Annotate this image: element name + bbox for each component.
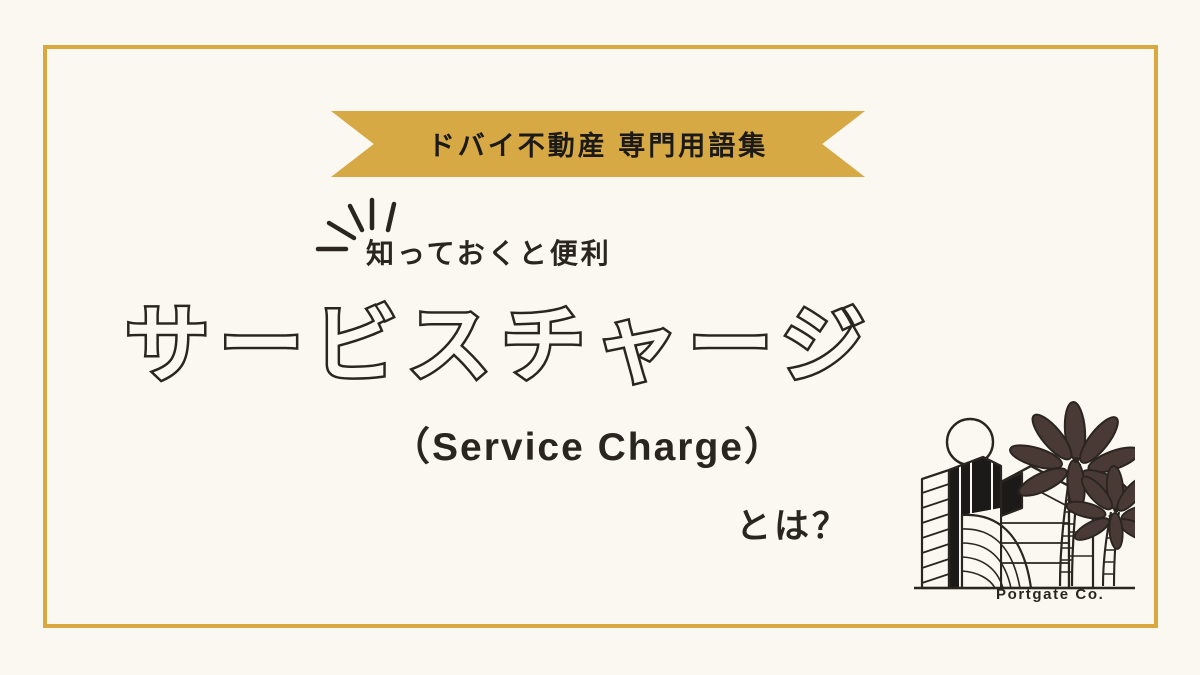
page-title-english: （Service Charge）: [0, 416, 1190, 472]
page-title-suffix: とは？: [736, 507, 851, 546]
sparkle-burst-icon: [315, 197, 397, 252]
page-title-english-text: （Service Charge）: [391, 426, 785, 469]
kicker-label: 知っておくと便利: [366, 238, 612, 269]
ribbon-label: ドバイ不動産 専門用語集: [427, 130, 769, 161]
brand-label: Portgate Co.: [996, 586, 1105, 603]
dubai-skyline-illustration: [914, 401, 1135, 590]
page-title: サービスチャージ: [123, 298, 875, 392]
category-ribbon: ドバイ不動産 専門用語集: [331, 111, 865, 177]
palm-tree-icon: [1009, 401, 1135, 587]
curved-building-icon: [960, 464, 1095, 590]
palm-tree-small-icon: [1065, 465, 1135, 587]
kicker-group: 知っておくと便利: [310, 196, 730, 282]
ribbon-shape: ドバイ不動産 専門用語集: [331, 111, 865, 177]
